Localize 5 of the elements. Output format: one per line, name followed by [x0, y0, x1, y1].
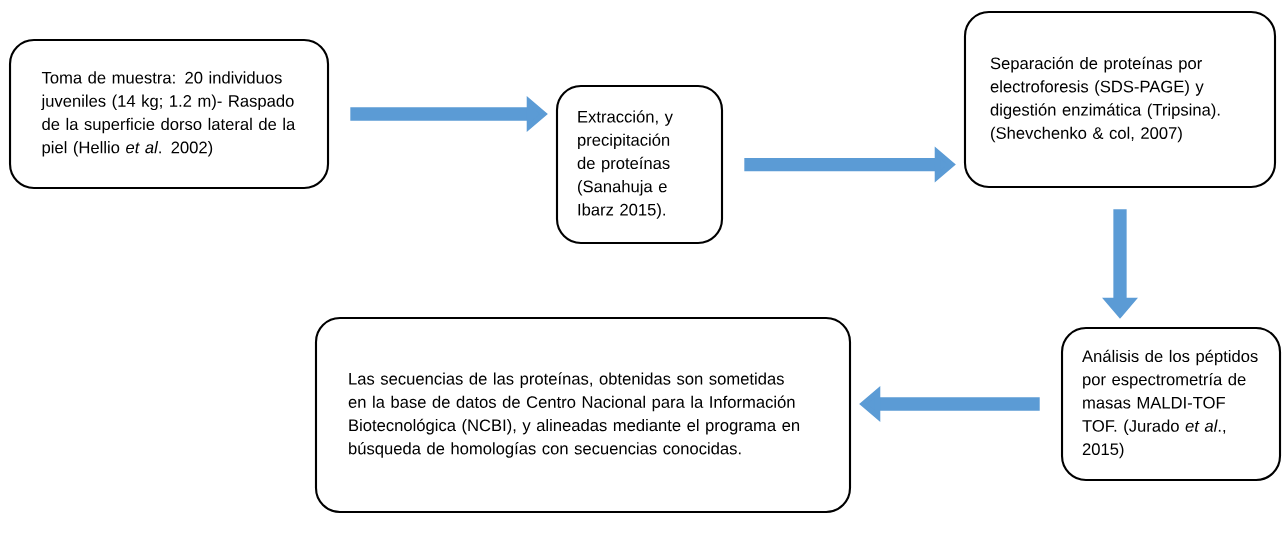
process-box: Las secuencias de las proteínas, obtenidas son sometidas en la base de datos de Centro Nacional para la Información Biotecnológica (NCBI), y alineadas mediante el programa en búsqueda de homologías con secuencias conocidas.	[314, 316, 852, 514]
process-box: Toma de muestra: 20 individuos juveniles (14 kg; 1.2 m)- Raspado de la superficie dorso lateral de la piel (Hellio et al. 2002)	[8, 38, 330, 190]
process-box: Análisis de los péptidos por espectrometría de masas MALDI-TOF TOF. (Jurado et al., 2015)	[1060, 326, 1282, 482]
process-box: Separación de proteínas por electroforesis (SDS-PAGE) y digestión enzimática (Tripsina). (Shevchenko & col, 2007)	[963, 10, 1277, 189]
process-box: Extracción, y precipitación de proteínas (Sanahuja e Ibarz 2015).	[555, 84, 724, 245]
